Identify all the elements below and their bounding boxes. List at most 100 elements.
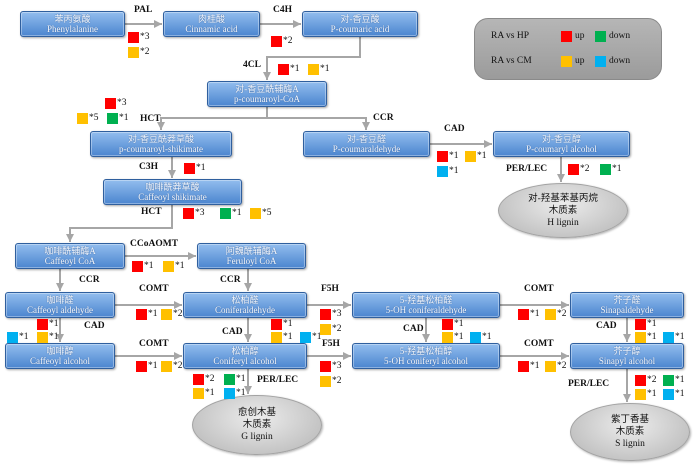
marker-comt-r6-right-cm-up: *2	[545, 361, 567, 372]
marker-cad-left-cm-down: *1	[7, 332, 29, 343]
change-swatch	[545, 361, 556, 372]
node-cn-label: 芥子醇	[613, 345, 641, 356]
change-swatch	[635, 389, 646, 400]
change-swatch	[442, 319, 453, 330]
node-5-oh-coniferyl-alcohol: 5-羟基松柏醇 5-OH coniferyl alcohol	[352, 343, 500, 369]
significance-label: *1	[236, 388, 246, 398]
node-coniferaldehyde: 松柏醛 Coniferaldehyde	[183, 292, 307, 318]
significance-label: *3	[195, 208, 205, 218]
significance-label: *1	[144, 261, 154, 271]
change-swatch	[437, 151, 448, 162]
change-swatch	[224, 374, 235, 385]
significance-label: *1	[283, 319, 293, 329]
marker-per-lec-s-hp-up: *2	[635, 375, 657, 386]
lignin-line: 木质素	[615, 427, 645, 437]
marker-comt-r5-left-hp-up: *1	[136, 309, 158, 320]
marker-pal-cm-up: *2	[128, 47, 150, 58]
enzyme-cad-right: CAD	[596, 321, 617, 331]
marker-per-lec-g-hp-up: *2	[193, 374, 215, 385]
node-phenylalanine: 苯丙氨酸 Phenylalanine	[20, 11, 125, 37]
node-p-coumaroyl-coa: 对-香豆酰辅酶A p-coumaroyl-CoA	[207, 81, 327, 107]
change-swatch	[107, 113, 118, 124]
node-cn-label: 对-香豆醇	[542, 133, 581, 144]
node-caffeoyl-aldehyde: 咖啡醛 Caffeoyl aldehyde	[5, 292, 115, 318]
node-cn-label: 松柏醇	[231, 345, 259, 356]
marker-cad-midright-cm-up: *1	[442, 332, 464, 343]
lignin-line: H lignin	[547, 217, 579, 228]
legend-hp-down-swatch	[595, 31, 606, 42]
node-en-label: Caffeoyl shikimate	[138, 192, 207, 202]
marker-f5h-r5-cm-up: *2	[320, 324, 342, 335]
significance-label: *3	[117, 98, 127, 108]
enzyme-comt-aldehyde-left: COMT	[139, 284, 169, 294]
significance-label: *1	[454, 319, 464, 329]
change-swatch	[271, 332, 282, 343]
change-swatch	[136, 361, 147, 372]
marker-cad-top-cm-down: *1	[437, 166, 459, 177]
enzyme-ccr-upper: CCR	[373, 113, 394, 123]
node-en-label: Caffeoyl alcohol	[29, 356, 91, 366]
h-lignin-ellipse: 对-羟基苯基丙烷 木质素 H lignin	[498, 183, 628, 238]
node-cn-label: 5-羟基松柏醇	[399, 345, 453, 356]
node-en-label: Feruloyl CoA	[226, 256, 277, 266]
marker-c4h-hp-up: *2	[271, 36, 293, 47]
marker-cad-center-cm-down: *1	[300, 332, 322, 343]
arrow-caffeoyl-shikimate-to-caffeoyl-coa	[66, 205, 173, 242]
change-swatch	[320, 361, 331, 372]
marker-ccoaomt-cm-up: *1	[163, 261, 185, 272]
change-swatch	[663, 332, 674, 343]
node-cn-label: 对-香豆酰莽草酸	[128, 133, 194, 144]
node-en-label: Coniferaldehyde	[215, 305, 275, 315]
significance-label: *1	[49, 332, 59, 342]
node-caffeoyl-coa: 咖啡酰辅酶A Caffeoyl CoA	[15, 243, 125, 269]
enzyme-hct-upper: HCT	[140, 114, 161, 124]
enzyme-per-lec-g: PER/LEC	[257, 375, 299, 385]
significance-label: *1	[19, 332, 29, 342]
enzyme-pal: PAL	[134, 5, 153, 15]
change-swatch	[320, 324, 331, 335]
arrow-p-coumaroyl-coa-to-p-coumaraldehyde	[267, 117, 370, 130]
enzyme-cad-left: CAD	[84, 321, 105, 331]
lignin-line: 对-羟基苯基丙烷	[528, 193, 598, 204]
node-cn-label: 咖啡酰辅酶A	[44, 245, 96, 256]
change-swatch	[37, 332, 48, 343]
change-swatch	[271, 36, 282, 47]
marker-hct-top-cm-up: *5	[77, 113, 99, 124]
node-cn-label: 咖啡醛	[46, 294, 74, 305]
significance-label: *1	[49, 319, 59, 329]
marker-comt-r5-left-cm-up: *2	[161, 309, 183, 320]
significance-label: *1	[454, 332, 464, 342]
legend-cm-up-label: up	[575, 56, 585, 66]
enzyme-cad-upper: CAD	[444, 124, 465, 134]
significance-label: *2	[647, 375, 657, 385]
significance-label: *1	[232, 208, 242, 218]
significance-label: *1	[196, 163, 206, 173]
marker-per-lec-g-cm-up: *1	[193, 388, 215, 399]
node-cn-label: 苯丙氨酸	[54, 13, 91, 24]
change-swatch	[635, 319, 646, 330]
marker-comt-r6-left-hp-up: *1	[136, 361, 158, 372]
marker-cad-left-hp-up: *1	[37, 319, 59, 330]
change-swatch	[635, 332, 646, 343]
marker-ccoaomt-hp-up: *1	[132, 261, 154, 272]
legend-row-label-hp: RA vs HP	[491, 31, 530, 41]
legend-hp-up-swatch	[561, 31, 572, 42]
enzyme-ccoaomt: CCoAOMT	[130, 239, 179, 249]
change-swatch	[128, 32, 139, 43]
significance-label: *2	[332, 376, 342, 386]
significance-label: *1	[236, 374, 246, 384]
lignin-line: 紫丁香基	[610, 415, 649, 425]
marker-cad-midright-hp-up: *1	[442, 319, 464, 330]
significance-label: *5	[89, 113, 99, 123]
change-swatch	[7, 332, 18, 343]
change-swatch	[600, 164, 611, 175]
marker-cad-top-hp-up: *1	[437, 151, 459, 162]
node-en-label: 5-OH coniferaldehyde	[385, 305, 467, 315]
enzyme-cad-mid-right: CAD	[403, 324, 424, 334]
s-lignin-ellipse: 紫丁香基 木质素 S lignin	[570, 403, 690, 461]
significance-label: *2	[283, 36, 293, 46]
marker-per-lec-s-hp-down: *1	[663, 375, 685, 386]
significance-label: *1	[449, 166, 459, 176]
change-swatch	[663, 375, 674, 386]
